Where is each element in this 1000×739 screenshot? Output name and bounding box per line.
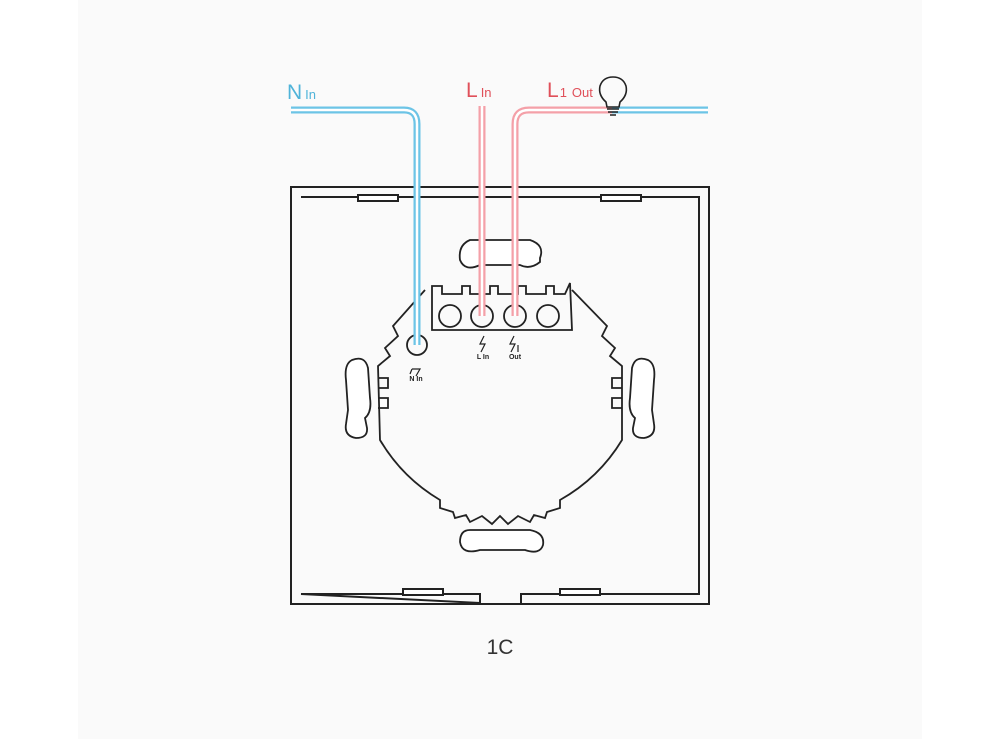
page-panel (78, 0, 922, 739)
bulb-icon (598, 76, 628, 116)
neutral-wire (291, 106, 421, 345)
terminal-label-out: Out (509, 354, 522, 361)
load-out-wire (511, 106, 708, 316)
lightning-icon (409, 335, 519, 377)
terminal-screw-4 (536, 304, 560, 328)
bottom-slot (459, 529, 545, 553)
terminal-screw-1 (438, 304, 462, 328)
top-slot (458, 239, 543, 269)
terminal-label-n-in: N In (409, 376, 422, 383)
terminal-label-l-in: L In (477, 354, 489, 361)
switch-plate (290, 186, 710, 605)
diagram-caption: 1C (487, 636, 514, 659)
right-slot (628, 357, 656, 439)
mounting-ring (377, 289, 623, 526)
left-slot (344, 357, 372, 439)
mounting-slots (344, 239, 656, 553)
